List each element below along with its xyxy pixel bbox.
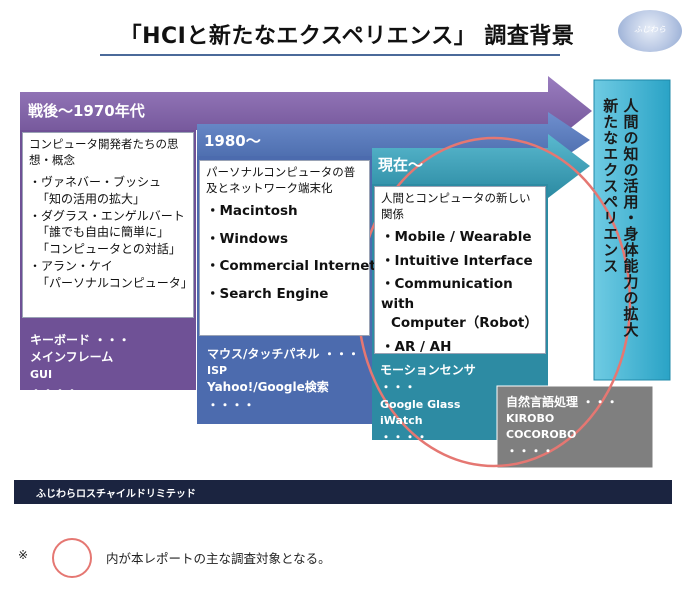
era1-label: 戦後～1970年代: [28, 102, 145, 120]
era3-tech-item: モーションセンサ ・・・: [380, 363, 476, 395]
company-logo: [618, 10, 682, 52]
era3-arrow: [372, 134, 590, 198]
note-mark: ※: [18, 548, 29, 562]
era3-item: ・Mobile / Wearable: [381, 229, 532, 246]
era2-label: 1980～: [204, 132, 261, 150]
right-panel-line: 人間の知の活用・身体能力の拡大: [621, 98, 640, 338]
nlp-item: KIROBO: [506, 412, 555, 426]
era2-tech-item: マウス/タッチパネル ・・・: [207, 347, 360, 361]
era2-box-head: パーソナルコンピュータの普及とネットワーク端末化: [206, 165, 356, 195]
logo-text: ふじわら: [634, 25, 666, 34]
era1-item: 「コンピュータとの対話」: [37, 242, 181, 257]
era3-box: 人間とコンピュータの新しい関係 ・Mobile / Wearable ・Intu…: [374, 186, 546, 355]
era1-item: ・ダグラス・エンゲルバート: [29, 208, 185, 223]
era1-tech-item: ・・・・: [30, 383, 79, 398]
era1-tech-item: GUI: [30, 367, 53, 381]
era3-item: ・Intuitive Interface: [381, 252, 533, 269]
note-text: 内が本レポートの主な調査対象となる。: [106, 551, 331, 566]
era1-tech: キーボード ・・・ メインフレーム GUI ・・・・: [22, 326, 194, 406]
era2-tech-item: ・・・・: [207, 397, 256, 412]
era3-item: ・Communication with: [381, 276, 513, 312]
nlp-item: ・・・・: [506, 444, 555, 459]
era2-item: ・Macintosh: [206, 203, 298, 220]
footer-company: ふじわらロスチャイルドリミテッド: [36, 489, 196, 500]
footer-bar: [14, 480, 672, 504]
nlp-item: 自然言語処理 ・・・: [506, 395, 619, 409]
era1-tech-item: メインフレーム: [30, 350, 114, 365]
era1-box-head: コンピュータ開発者たちの思想・概念: [29, 137, 179, 167]
era1-item: ・ヴァネバー・ブッシュ: [29, 175, 162, 190]
note-circle-icon: [52, 538, 92, 578]
right-panel: [593, 79, 671, 381]
nlp-text: 自然言語処理 ・・・ KIROBO COCOROBO ・・・・: [498, 388, 652, 467]
era3-label: 現在～: [378, 156, 424, 174]
era1-item: 「誰でも自由に簡単に」: [37, 225, 170, 240]
era2-tech-item: ISP: [207, 364, 228, 378]
era2-box: パーソナルコンピュータの普及とネットワーク端末化 ・Macintosh ・Win…: [199, 160, 376, 336]
era1-tech-item: キーボード ・・・: [30, 333, 131, 347]
era3-tech-item: Google Glass: [380, 397, 461, 411]
era1-item: 「知の活用の拡大」: [37, 191, 146, 206]
page-title: 「HCIと新たなエクスペリエンス」 調査背景: [119, 24, 575, 49]
era2-item: ・Windows: [206, 230, 289, 247]
right-panel-text: 人間の知の活用・身体能力の拡大 新たなエクスペリエンス: [600, 98, 641, 374]
era2-item: ・Commercial Internet: [206, 258, 376, 275]
era3-tech-item: iWatch: [380, 413, 423, 427]
era2-item: ・Search Engine: [206, 285, 329, 302]
era1-box: コンピュータ開発者たちの思想・概念 ・ヴァネバー・ブッシュ 「知の活用の拡大」 …: [22, 132, 194, 318]
era2-tech-item: Yahoo!/Google検索: [207, 380, 329, 395]
era3-tech-item: ・・・・: [380, 429, 429, 444]
nlp-item: COCOROBO: [506, 428, 577, 442]
era2-tech: マウス/タッチパネル ・・・ ISP Yahoo!/Google検索 ・・・・: [199, 340, 371, 420]
era3-tech: モーションセンサ ・・・ Google Glass iWatch ・・・・: [372, 356, 522, 452]
era3-box-head: 人間とコンピュータの新しい関係: [381, 191, 531, 221]
title-underline: [100, 54, 560, 56]
right-panel-line: 新たなエクスペリエンス: [601, 98, 620, 274]
era1-item: 「パーソナルコンピュータ」: [37, 275, 193, 290]
era3-item: ・AR / AH: [381, 338, 452, 355]
era3-item: Computer（Robot）: [391, 315, 538, 332]
nlp-box: [496, 385, 654, 469]
era1-item: ・アラン・ケイ: [29, 259, 113, 274]
